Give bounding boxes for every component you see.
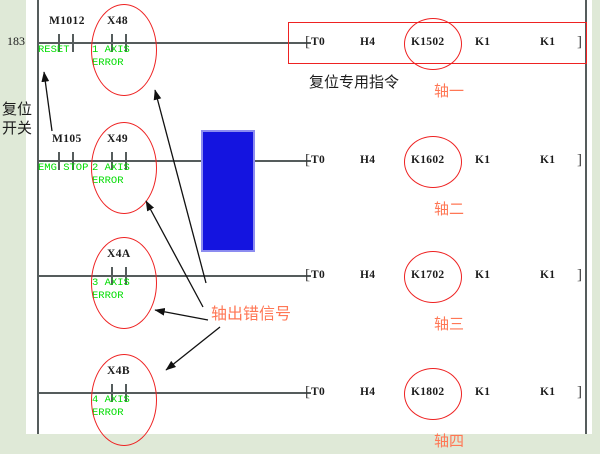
contact-x4a[interactable] (111, 267, 129, 285)
instruction-close-bracket: ] (577, 267, 582, 283)
instruction-token-t0: T0 (311, 36, 326, 48)
instruction-token-t0: T0 (311, 269, 326, 281)
annotation-axis-1: 轴一 (434, 82, 465, 100)
right-power-rail (585, 0, 587, 434)
contact-comment-x49: 2 AXIS ERROR (92, 162, 130, 187)
contact-label-m105: M105 (52, 133, 82, 145)
instruction-token-k1702: K1702 (411, 269, 445, 281)
instruction-token-k1-b: K1 (540, 36, 556, 48)
contact-x48[interactable] (111, 34, 129, 52)
instruction-token-k1602: K1602 (411, 154, 445, 166)
page-left-border (0, 0, 26, 454)
contact-label-x49: X49 (107, 133, 129, 145)
instruction-close-bracket: ] (577, 384, 582, 400)
instruction-close-bracket: ] (577, 34, 582, 50)
annotation-axis-error-signal: 轴出错信号 (211, 304, 292, 323)
instruction-token-h4: H4 (360, 269, 376, 281)
ladder-white-area (26, 0, 592, 434)
annotation-axis-4: 轴四 (434, 432, 465, 450)
left-power-rail (37, 0, 39, 434)
contact-label-x4a: X4A (107, 248, 131, 260)
rung-line-1 (38, 42, 311, 44)
instruction-token-k1-a: K1 (475, 154, 491, 166)
instruction-token-k1-b: K1 (540, 386, 556, 398)
instruction-open-bracket: [ (305, 34, 310, 50)
contact-label-x4b: X4B (107, 365, 130, 377)
instruction-token-h4: H4 (360, 386, 376, 398)
annotation-reset-instruction: 复位专用指令 (309, 73, 400, 91)
instruction-token-k1-a: K1 (475, 36, 491, 48)
annotation-axis-3: 轴三 (434, 315, 465, 333)
contact-m105[interactable] (58, 152, 76, 170)
instruction-token-t0: T0 (311, 386, 326, 398)
highlight-rect-reset-instruction (288, 22, 587, 64)
annotation-axis-2: 轴二 (434, 200, 465, 218)
selection-cursor[interactable] (201, 130, 255, 252)
annotation-reset-switch-line2: 开关 (2, 119, 33, 137)
contact-comment-m1012: RESET (38, 44, 70, 56)
instruction-close-bracket: ] (577, 152, 582, 168)
annotation-reset-switch-line1: 复位 (2, 100, 33, 118)
contact-x49[interactable] (111, 152, 129, 170)
instruction-token-t0: T0 (311, 154, 326, 166)
instruction-token-k1-a: K1 (475, 386, 491, 398)
step-number-183: 183 (7, 34, 25, 48)
contact-comment-x4a: 3 AXIS ERROR (92, 277, 130, 302)
rung-line-4 (38, 392, 311, 394)
contact-m1012[interactable] (58, 34, 76, 52)
instruction-open-bracket: [ (305, 267, 310, 283)
instruction-token-k1802: K1802 (411, 386, 445, 398)
page-right-border (592, 0, 600, 454)
contact-comment-x48: 1 AXIS ERROR (92, 44, 130, 69)
contact-comment-x4b: 4 AXIS ERROR (92, 394, 130, 419)
rung-line-3 (38, 275, 311, 277)
contact-label-x48: X48 (107, 15, 129, 27)
page-bottom-border (0, 434, 600, 454)
instruction-token-h4: H4 (360, 154, 376, 166)
instruction-token-k1-b: K1 (540, 154, 556, 166)
instruction-token-k1-b: K1 (540, 269, 556, 281)
instruction-open-bracket: [ (305, 152, 310, 168)
instruction-token-k1-a: K1 (475, 269, 491, 281)
instruction-token-k1502: K1502 (411, 36, 445, 48)
contact-comment-m105: EMG STOP (38, 162, 89, 174)
instruction-open-bracket: [ (305, 384, 310, 400)
instruction-token-h4: H4 (360, 36, 376, 48)
contact-x4b[interactable] (111, 384, 129, 402)
contact-label-m1012: M1012 (49, 15, 85, 27)
